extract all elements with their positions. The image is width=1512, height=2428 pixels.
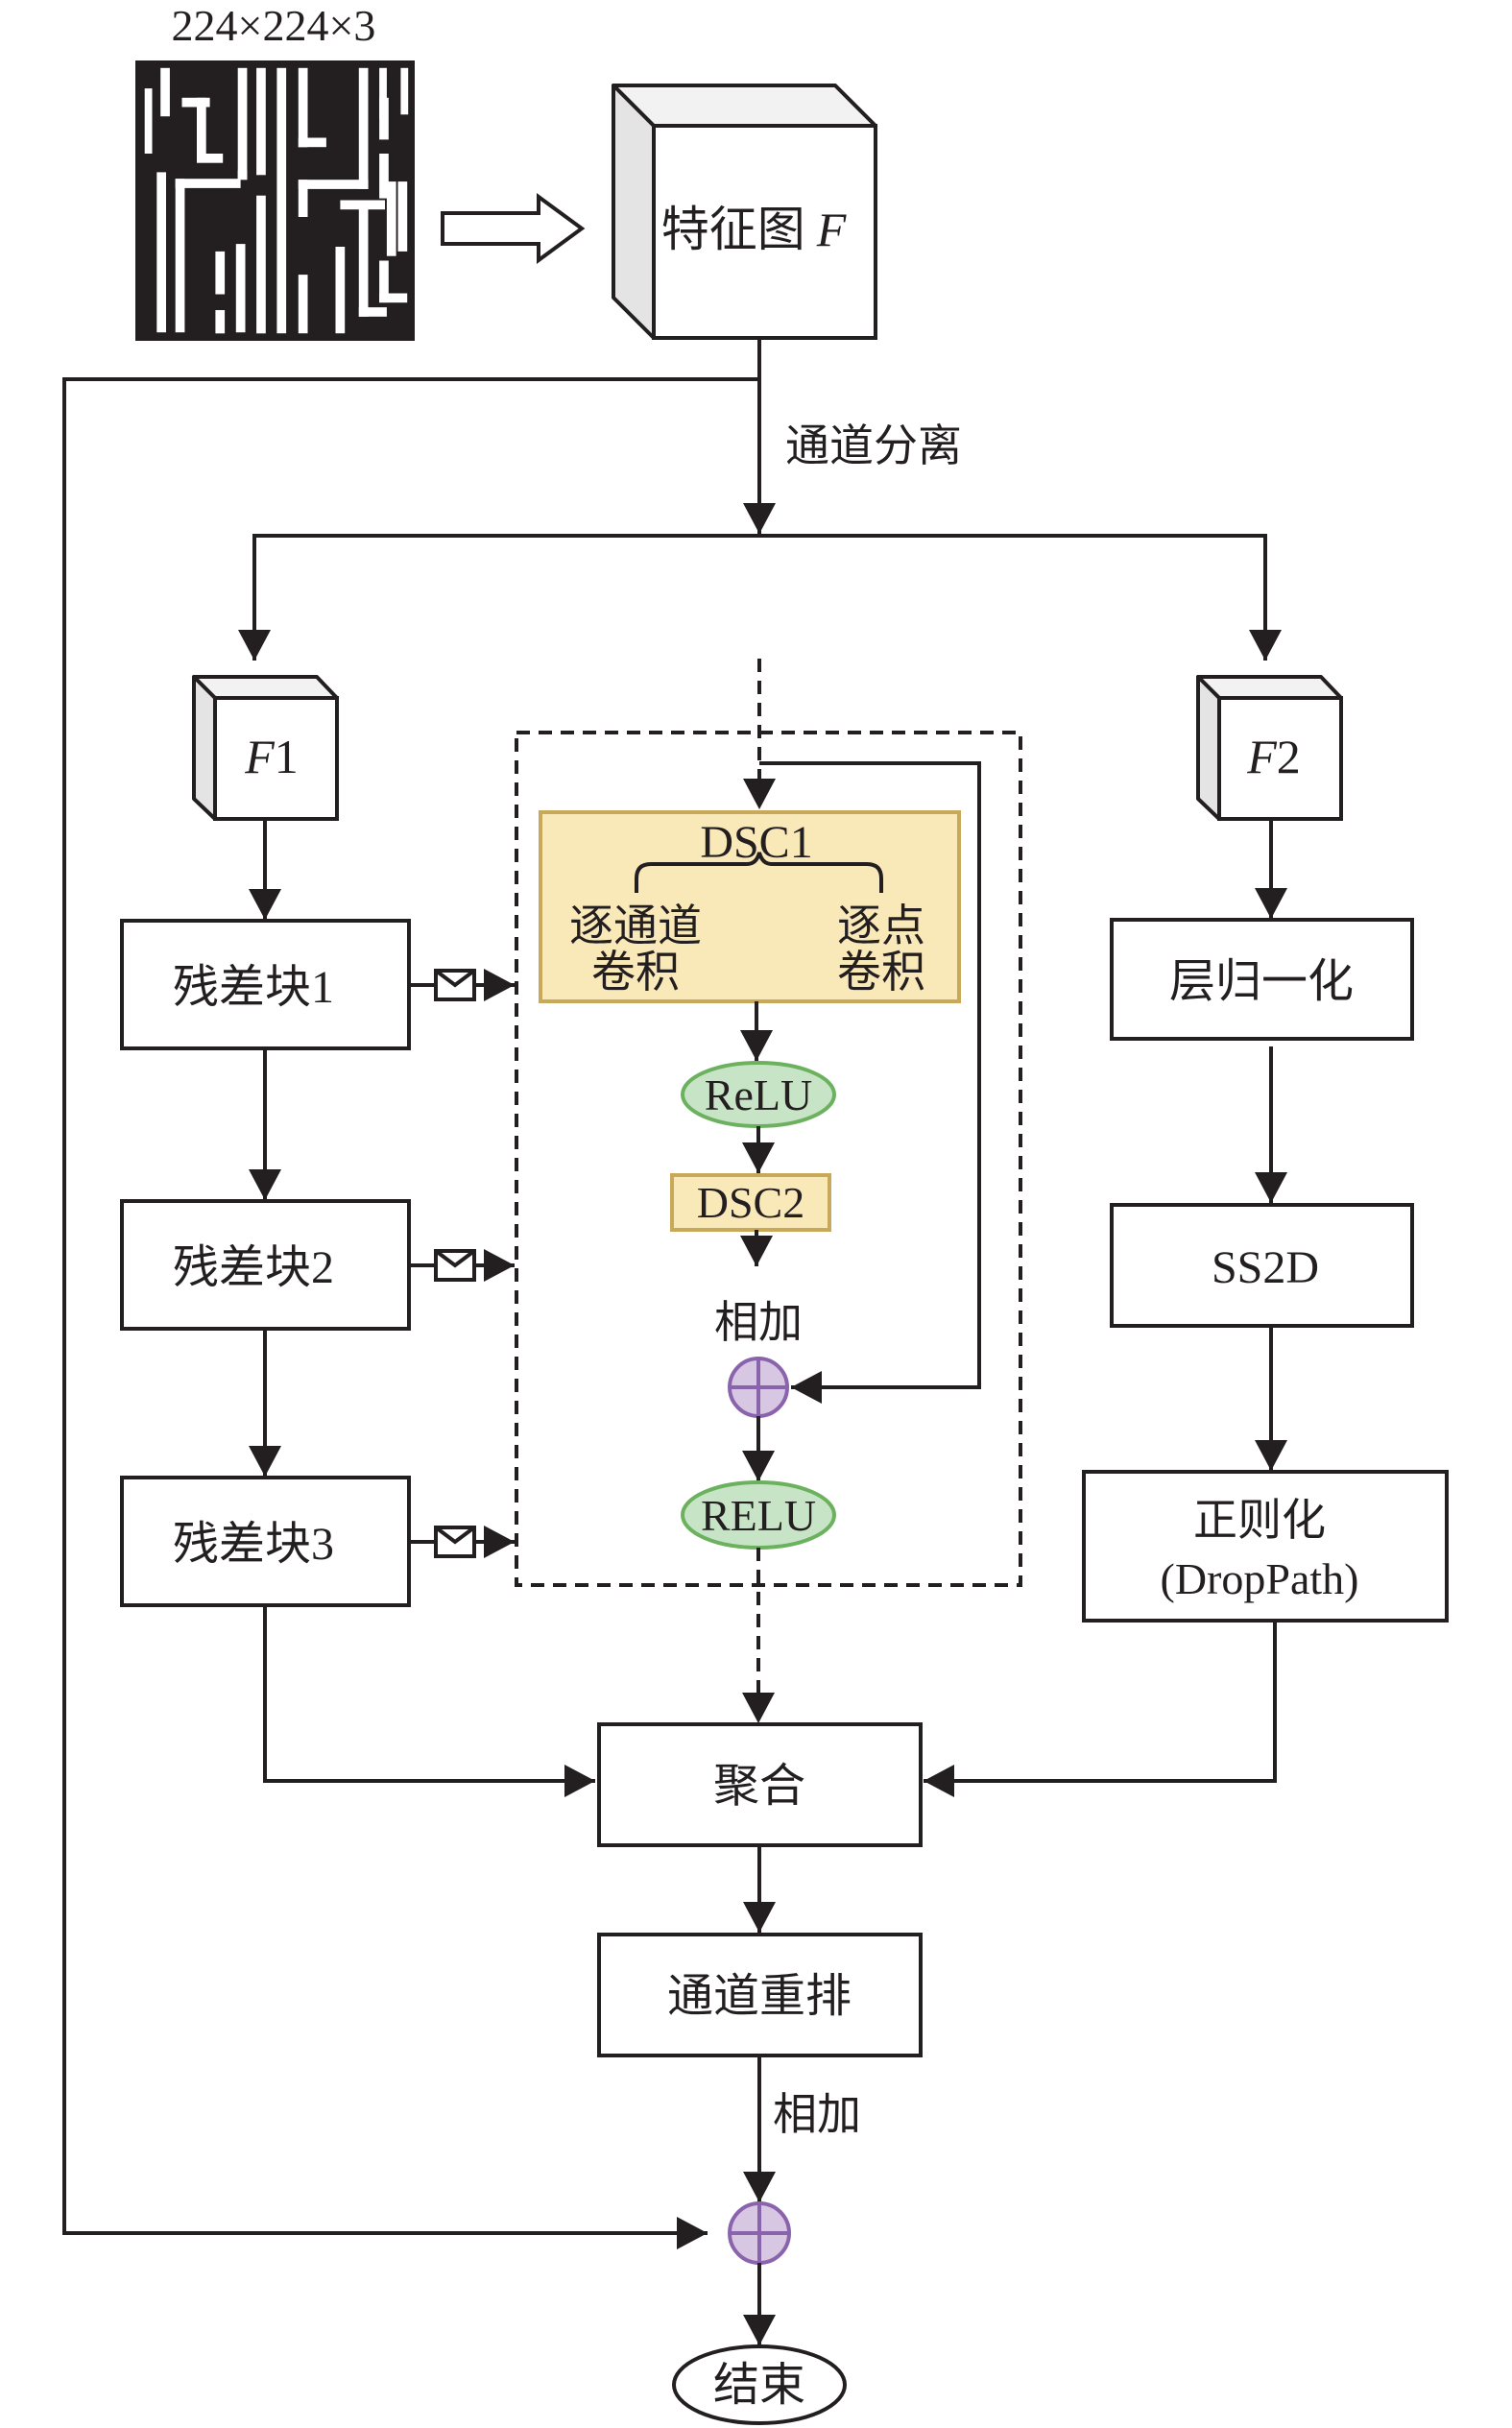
maze-segment xyxy=(386,181,396,256)
dsc1-pointwise-line1: 逐点 xyxy=(837,901,925,950)
maze-segment xyxy=(276,67,287,334)
split-label: 通道分离 xyxy=(785,421,962,470)
hollow-arrow-icon xyxy=(441,193,586,264)
maze-segment xyxy=(379,260,389,303)
outer-add-node xyxy=(728,2201,791,2265)
maze-segment xyxy=(397,181,408,252)
maze-segment xyxy=(160,67,170,117)
maze-segment xyxy=(379,154,389,199)
input-size-label: 224×224×3 xyxy=(172,1,376,50)
maze-segment xyxy=(298,180,369,189)
maze-segment xyxy=(197,154,224,163)
maze-segment xyxy=(358,200,369,317)
connector xyxy=(924,1621,1277,1797)
residual-block-3[interactable]: 残差块3 xyxy=(120,1476,411,1607)
maze-segment xyxy=(256,195,266,334)
f2-cube: F2 xyxy=(1196,675,1343,821)
maze-segment xyxy=(235,244,246,333)
maze-segment xyxy=(144,88,153,154)
block-to-detail-connector xyxy=(409,1526,515,1558)
relu-node-1[interactable]: ReLU xyxy=(681,1061,836,1128)
relu-node-2[interactable]: RELU xyxy=(681,1480,836,1550)
maze-segment xyxy=(379,97,389,140)
maze-segment xyxy=(237,67,248,180)
svg-text:RELU: RELU xyxy=(701,1491,816,1540)
svg-text:通道重排: 通道重排 xyxy=(667,1971,852,2022)
envelope-icon xyxy=(434,1526,476,1558)
dsc1-depthwise-line2: 卷积 xyxy=(591,948,680,997)
maze-segment xyxy=(156,172,166,333)
maze-segment xyxy=(298,67,308,148)
svg-text:正则化: 正则化 xyxy=(1193,1496,1326,1545)
maze-segment xyxy=(400,67,409,115)
brace-icon xyxy=(635,852,883,893)
maze-segment xyxy=(197,97,206,154)
inner-add-node xyxy=(728,1357,789,1418)
maze-segment xyxy=(358,67,369,189)
maze-segment xyxy=(358,307,387,317)
channel-shuffle-box[interactable]: 通道重排 xyxy=(597,1933,923,2057)
svg-text:残差块3: 残差块3 xyxy=(173,1519,334,1570)
maze-segment xyxy=(215,310,226,334)
residual-block-1[interactable]: 残差块1 xyxy=(120,919,411,1050)
split-bar xyxy=(252,534,1267,634)
f1-cube: F1 xyxy=(192,675,339,821)
svg-text:DSC2: DSC2 xyxy=(697,1178,804,1227)
end-node[interactable]: 结束 xyxy=(672,2344,847,2425)
maze-segment xyxy=(298,137,326,148)
maze-segment xyxy=(175,179,185,333)
svg-text:结束: 结束 xyxy=(713,2360,805,2411)
maze-segment xyxy=(379,293,408,303)
svg-text:残差块1: 残差块1 xyxy=(173,962,334,1013)
dsc2-box[interactable]: DSC2 xyxy=(670,1173,831,1232)
maze-segment xyxy=(181,97,210,108)
ss2d-box[interactable]: SS2D xyxy=(1110,1203,1414,1328)
maze-segment xyxy=(298,180,308,217)
svg-text:SS2D: SS2D xyxy=(1212,1242,1319,1293)
residual-block-detail-frame xyxy=(515,731,1022,1587)
inner-skip-connector xyxy=(759,761,981,1404)
maze-segment xyxy=(215,251,226,295)
maze-segment xyxy=(237,170,248,180)
aggregate-box[interactable]: 聚合 xyxy=(597,1722,923,1847)
svg-text:(DropPath): (DropPath) xyxy=(1161,1554,1359,1603)
global-skip-connector xyxy=(62,377,759,2249)
maze-segment xyxy=(175,179,241,188)
maze-segment xyxy=(335,247,346,334)
envelope-icon xyxy=(434,1249,476,1282)
input-image xyxy=(135,60,415,341)
block-to-detail-connector xyxy=(409,969,515,1001)
f2-label: F2 xyxy=(1246,730,1301,783)
regularization-box[interactable]: 正则化 (DropPath) xyxy=(1082,1470,1449,1623)
svg-text:层归一化: 层归一化 xyxy=(1169,956,1354,1007)
residual-block-2[interactable]: 残差块2 xyxy=(120,1199,411,1331)
layer-norm-box[interactable]: 层归一化 xyxy=(1110,918,1414,1041)
maze-segment xyxy=(379,67,387,120)
svg-text:聚合: 聚合 xyxy=(713,1761,805,1812)
inner-add-label: 相加 xyxy=(714,1298,803,1347)
envelope-icon xyxy=(434,969,476,1001)
svg-text:残差块2: 残差块2 xyxy=(173,1242,334,1293)
dsc1-depthwise-line1: 逐通道 xyxy=(569,901,702,950)
f1-label: F1 xyxy=(244,730,299,783)
maze-segment xyxy=(256,67,266,176)
connector xyxy=(263,1605,595,1797)
dsc1-box[interactable]: DSC1 逐通道 卷积 逐点 卷积 xyxy=(539,810,961,1003)
outer-add-label: 相加 xyxy=(773,2090,861,2139)
svg-text:ReLU: ReLU xyxy=(705,1070,812,1119)
dsc1-pointwise-line2: 卷积 xyxy=(837,948,925,997)
block-to-detail-connector xyxy=(409,1249,515,1282)
maze-segment xyxy=(298,275,308,334)
